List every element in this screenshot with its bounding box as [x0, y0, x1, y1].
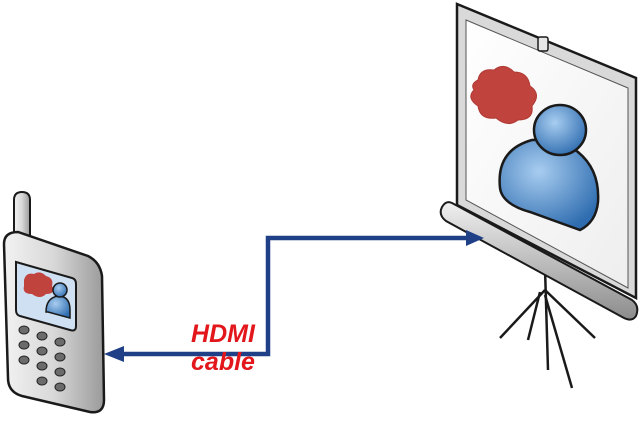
- projector-screen-icon: [439, 2, 639, 389]
- phone-antenna: [13, 190, 31, 244]
- screen-roller: [439, 201, 639, 321]
- cable-label-line2: cable: [191, 348, 255, 376]
- phone-screen-person-icon: [45, 282, 71, 319]
- screen-hook: [537, 36, 549, 52]
- phone-keypad: [18, 325, 66, 392]
- cable-label-line1: HDMI: [191, 320, 255, 348]
- phone-icon: [2, 190, 106, 414]
- phone-screen-cloud-icon: [23, 272, 54, 297]
- arrowhead-phone: [104, 346, 124, 362]
- cable-label: HDMI cable: [168, 320, 278, 376]
- arrowhead-screen: [466, 230, 484, 246]
- tripod-stand: [499, 267, 596, 389]
- hdmi-cable-arrow: [104, 230, 484, 362]
- person-icon: [498, 103, 600, 232]
- cloud-icon: [470, 66, 537, 124]
